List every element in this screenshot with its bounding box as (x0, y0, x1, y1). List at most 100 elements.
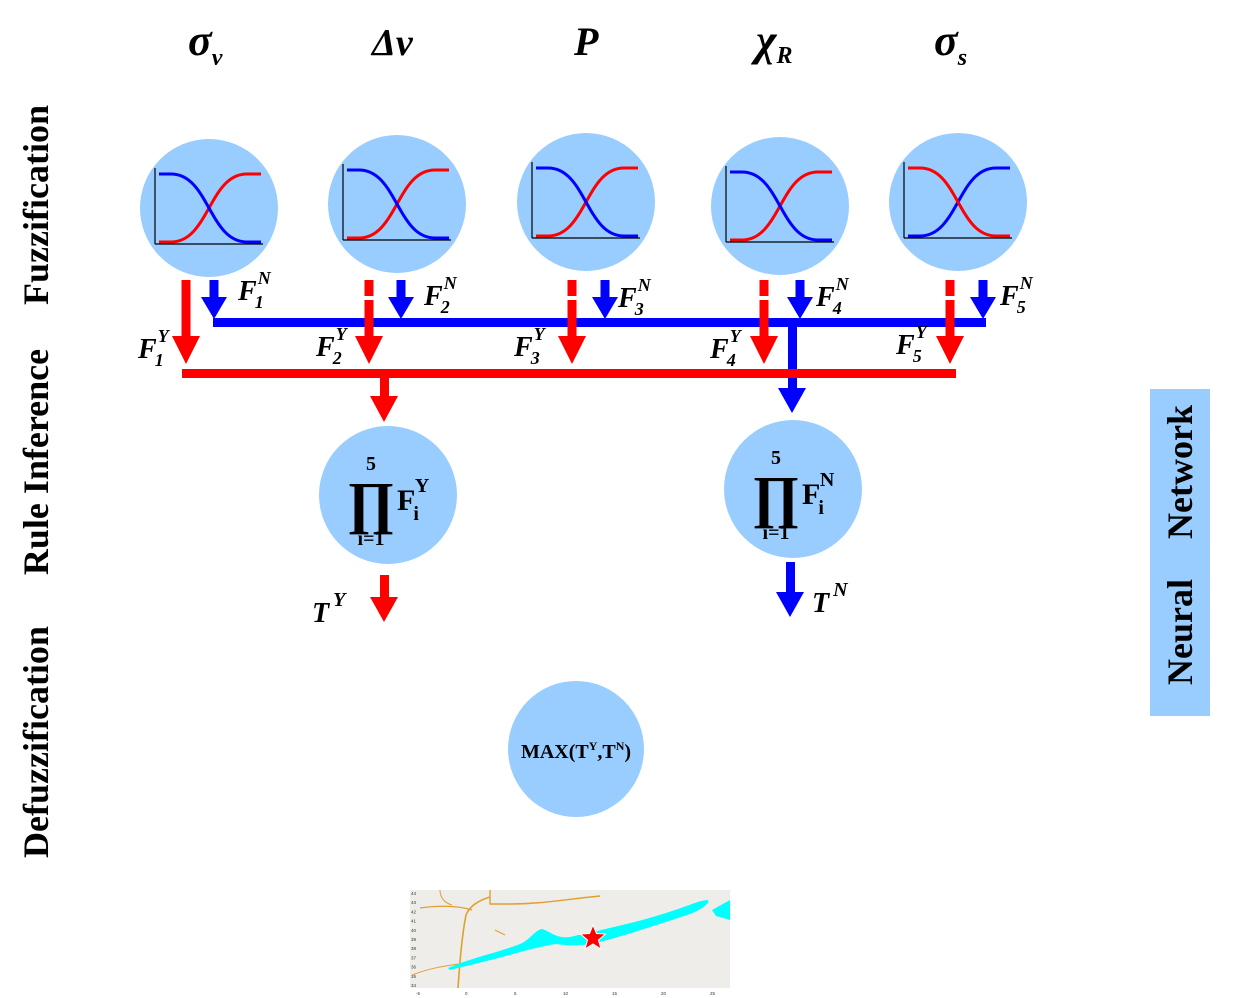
product-node-no-circle (724, 420, 862, 558)
yes-arrowhead (936, 336, 964, 364)
map-x-tick: 25 (710, 991, 716, 996)
no-arrow-shaft (209, 280, 219, 298)
no-arrowhead (388, 297, 414, 319)
no-arrow-shaft (600, 280, 610, 298)
yes-arrow-shaft (759, 280, 769, 338)
product-node-no: 5 ∏ i=1 FiN (724, 420, 862, 558)
product-yes-term: FiY (397, 475, 430, 525)
no-arrow-shaft (978, 280, 988, 298)
neural-network-word1: Neural (1160, 579, 1200, 685)
membership-node-1 (140, 139, 278, 277)
no-arrow-2 (388, 280, 414, 319)
epicenter-star (579, 923, 607, 951)
yes-arrow-1 (172, 280, 200, 364)
yes-arrowhead (750, 336, 778, 364)
header-sigma-v: σv (188, 16, 223, 71)
yes-drop-arrowhead (370, 396, 398, 422)
map-y-tick: 36 (411, 965, 417, 970)
membership-functions (140, 133, 1027, 277)
feature-label-yes-3: F3Y (513, 324, 547, 368)
neural-network-panel (1150, 389, 1210, 716)
seismic-track-end (712, 900, 730, 920)
feature-label-yes-4: F4Y (709, 326, 743, 370)
no-arrowhead (592, 297, 618, 319)
yes-arrow-4 (750, 280, 778, 364)
product-node-yes-circle (319, 426, 457, 564)
stage-fuzzification: Fuzzification (16, 105, 56, 305)
feature-label-no-4: F4N (815, 274, 850, 318)
feature-label-no-1: F1N (237, 268, 272, 312)
membership-node-4 (711, 137, 849, 275)
membership-node-2 (328, 135, 466, 273)
map-y-tick: 42 (411, 909, 417, 914)
no-arrowhead (201, 297, 227, 319)
no-flow-lines (201, 280, 996, 413)
membership-node-3 (517, 133, 655, 271)
map-y-tick: 38 (411, 946, 417, 951)
header-sigma-s: σs (934, 16, 967, 71)
feature-label-no-5: F5N (999, 273, 1034, 317)
map-x-tick: 20 (661, 991, 667, 996)
yes-flow-lines (172, 280, 964, 422)
no-arrow-shaft (396, 280, 406, 298)
map-x-tick: 5 (514, 991, 517, 996)
yes-arrow-shaft (567, 280, 577, 338)
output-yes-arrowhead (370, 597, 398, 622)
map-y-tick: 43 (411, 900, 417, 905)
no-arrowhead (787, 297, 813, 319)
output-no-line (786, 562, 795, 594)
header-delta-v: Δv (370, 22, 414, 64)
map-y-tick: 44 (411, 891, 417, 896)
column-headers: σv Δv P χR σs (188, 16, 967, 71)
product-yes-operator: ∏ (347, 470, 395, 535)
neural-network-label: Neural Network (1160, 405, 1200, 685)
product-yes-upper: 5 (366, 453, 376, 475)
map-x-tick: 15 (612, 991, 618, 996)
road-4 (439, 889, 453, 906)
no-arrow-1 (201, 280, 227, 319)
feature-label-no-3: F3N (617, 275, 652, 319)
road-2 (489, 890, 601, 905)
map-y-tick: 40 (411, 928, 417, 933)
yes-arrow-gap (364, 296, 374, 300)
no-arrow-3 (592, 280, 618, 319)
yes-arrow-gap (759, 296, 769, 300)
product-node-yes: 5 ∏ i=1 FiY (319, 426, 457, 564)
defuzz-label: MAX(TY,TN) (521, 739, 631, 763)
yes-arrow-2 (355, 280, 383, 364)
map-x-tick: -5 (416, 991, 420, 996)
product-no-operator: ∏ (752, 464, 800, 529)
no-drop-arrowhead (778, 388, 806, 413)
yes-arrow-gap (567, 296, 577, 300)
yes-arrowhead (558, 336, 586, 364)
yes-arrowhead (172, 336, 200, 364)
no-bus-line (213, 318, 986, 327)
no-arrowhead (970, 297, 996, 319)
falling-membership-curve (730, 170, 832, 242)
falling-membership-curve (908, 166, 1010, 238)
falling-membership-curve (347, 168, 449, 240)
stage-defuzzification: Defuzzification (16, 626, 56, 858)
no-drop-line (788, 320, 797, 390)
road-6 (494, 929, 506, 936)
seismic-track (448, 900, 709, 970)
product-no-upper: 5 (771, 447, 781, 469)
map-y-tick: 39 (411, 937, 417, 942)
yes-arrow-shaft (181, 280, 191, 338)
feature-label-yes-5: F5Y (895, 322, 929, 366)
map-x-tick: 0 (465, 991, 468, 996)
road-5 (411, 963, 459, 976)
yes-arrow-gap (945, 296, 955, 300)
yes-arrow-shaft (945, 280, 955, 338)
feature-label-no-2: F2N (423, 273, 458, 317)
map-y-tick: 37 (411, 955, 417, 960)
product-no-term: FiN (802, 469, 835, 519)
defuzz-node (508, 681, 644, 817)
neural-network-word2: Network (1160, 405, 1200, 539)
